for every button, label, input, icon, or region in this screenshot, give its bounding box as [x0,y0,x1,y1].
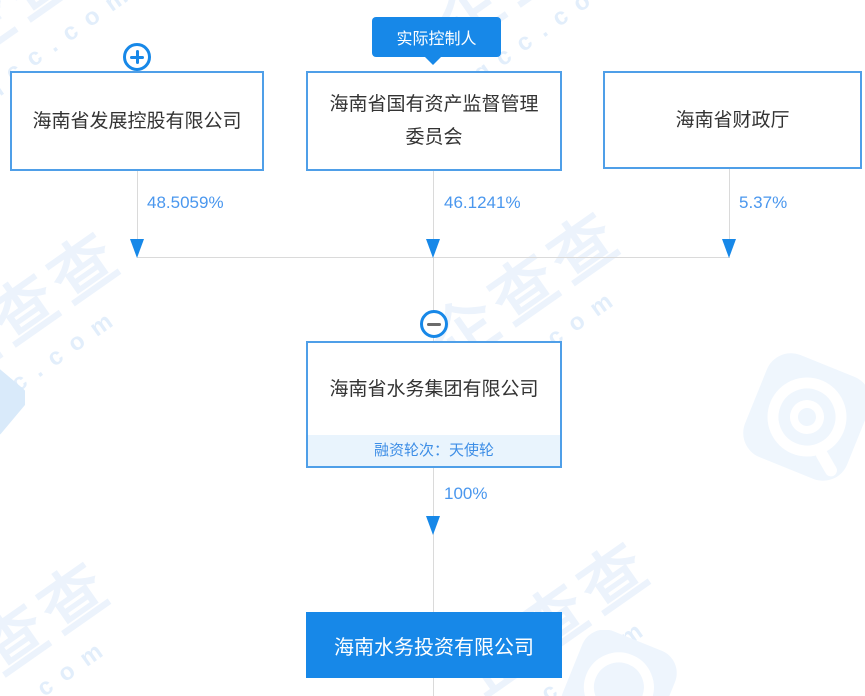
badge-pointer-icon [424,56,442,65]
arrow-down-icon [722,239,736,258]
actual-controller-badge: 实际控制人 [372,17,501,57]
ownership-percent[interactable]: 5.37% [739,193,788,212]
ownership-percent[interactable]: 100% [444,484,488,503]
connector-line [137,170,138,240]
expand-plus-icon[interactable] [123,43,151,71]
financing-round-label: 融资轮次：天使轮 [308,435,560,466]
connector-line [433,468,434,612]
watermark-brand-en: qcc.com [0,630,118,696]
ownership-percent[interactable]: 48.5059% [147,193,224,212]
qcc-logo-watermark [743,353,865,481]
company-node-subsidiary[interactable]: 海南水务投资有限公司 [306,612,562,678]
watermark-brand-en: qcc.com [0,300,128,428]
watermark-brand-cn: 企查查 [0,546,127,696]
connector-line [433,678,434,696]
collapse-minus-icon[interactable] [420,310,448,338]
company-node-shareholder-2[interactable]: 海南省国有资产监督管理委员会 [306,71,562,171]
company-node-intermediate[interactable]: 海南省水务集团有限公司 融资轮次：天使轮 [306,341,562,468]
connector-line [433,170,434,240]
watermark: 企查查 qcc.com [0,534,146,696]
company-node-shareholder-1[interactable]: 海南省发展控股有限公司 [10,71,264,171]
arrow-down-icon [130,239,144,258]
company-name[interactable]: 海南省水务集团有限公司 [329,378,539,400]
watermark: 企查查 qcc.com [0,204,156,428]
ownership-percent[interactable]: 46.1241% [444,193,521,212]
connector-line [433,257,434,341]
connector-line [729,168,730,240]
arrow-down-icon [426,516,440,535]
plus-vertical-bar [135,50,139,64]
company-node-shareholder-3[interactable]: 海南省财政厅 [603,71,862,169]
qcc-logo-watermark [0,365,25,435]
arrow-down-icon [426,239,440,258]
minus-bar [427,322,441,326]
qcc-logo-watermark [561,630,677,696]
watermark-brand-cn: 企查查 [0,216,137,400]
